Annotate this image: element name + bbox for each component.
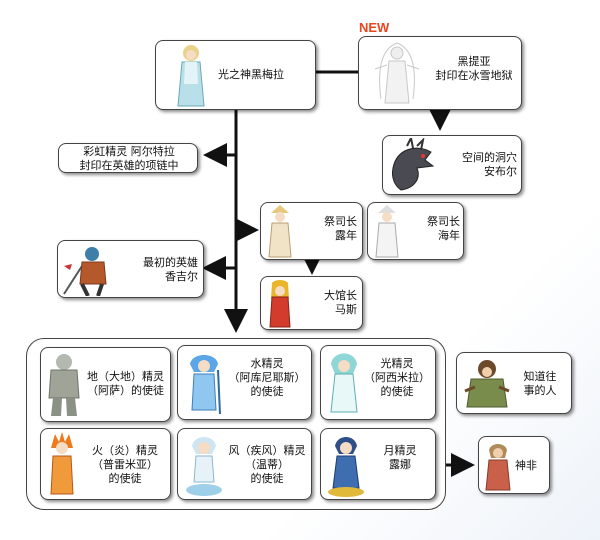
- node-light-spirit[interactable]: 光精灵 （阿西米拉） 的使徒: [320, 345, 436, 420]
- node-rainbow[interactable]: 彩虹精灵 阿尔特拉 封印在英雄的项链中: [58, 143, 198, 173]
- wind-spirit-figure-icon: [186, 437, 222, 496]
- rainbow-label: 彩虹精灵 阿尔特拉 封印在英雄的项链中: [79, 145, 179, 172]
- priest-lu-label: 祭司长 露年: [324, 215, 357, 242]
- water-spirit-figure-icon: [190, 355, 221, 415]
- moon-spirit-figure-icon: [328, 437, 364, 497]
- curator-figure-icon: [269, 280, 291, 328]
- light-spirit-label: 光精灵 （阿西米拉） 的使徒: [364, 357, 430, 398]
- node-know-past[interactable]: 知道往 事的人: [456, 352, 572, 414]
- node-shenfei[interactable]: 神非: [478, 436, 550, 494]
- node-wind[interactable]: 风（疾风）精灵 （温蒂） 的使徒: [177, 428, 312, 500]
- node-priest-lu[interactable]: 祭司长 露年: [260, 202, 363, 260]
- warrior-figure-icon: [63, 247, 107, 296]
- node-moon[interactable]: 月精灵 露娜: [320, 428, 436, 500]
- priest-figure-icon: [375, 205, 399, 258]
- golem-figure-icon: [48, 354, 80, 416]
- node-water[interactable]: 水精灵 （阿库尼耶斯） 的使徒: [177, 345, 312, 420]
- node-curator[interactable]: 大馆长 马斯: [260, 276, 363, 330]
- water-label: 水精灵 （阿库尼耶斯） 的使徒: [228, 357, 306, 398]
- node-earth[interactable]: 地（大地）精灵 （阿萨）的使徒: [40, 347, 171, 422]
- node-hero[interactable]: 最初的英雄 香吉尔: [57, 240, 204, 298]
- moon-label: 月精灵 露娜: [383, 444, 417, 471]
- hetia-label: 黑提亚 封印在冰雪地狱: [435, 55, 513, 82]
- node-hetia[interactable]: 黑提亚 封印在冰雪地狱: [358, 36, 522, 110]
- dragon-figure-icon: [392, 138, 435, 191]
- node-space-cave[interactable]: 空间的洞穴 安布尔: [382, 135, 522, 195]
- light-spirit-figure-icon: [330, 353, 358, 413]
- hero-label: 最初的英雄 香吉尔: [143, 256, 198, 283]
- fire-label: 火（炎）精灵 （普雷米亚） 的使徒: [92, 444, 158, 485]
- space-cave-label: 空间的洞穴 安布尔: [462, 151, 517, 178]
- shenfei-figure-icon: [485, 444, 511, 491]
- elder-figure-icon: [464, 360, 510, 408]
- priest-figure-icon: [268, 205, 292, 258]
- new-badge: NEW: [359, 20, 390, 35]
- fire-spirit-figure-icon: [50, 432, 74, 495]
- node-priest-hai[interactable]: 祭司长 海年: [367, 202, 464, 260]
- faded-spirit-figure-icon: [374, 42, 420, 104]
- curator-label: 大馆长 马斯: [324, 289, 357, 316]
- earth-label: 地（大地）精灵 （阿萨）的使徒: [87, 370, 164, 397]
- goddess-figure-icon: [177, 45, 205, 107]
- node-light-god[interactable]: 光之神黑梅拉: [155, 40, 316, 110]
- priest-hai-label: 祭司长 海年: [427, 215, 460, 242]
- shenfei-label: 神非: [515, 459, 537, 472]
- wind-label: 风（疾风）精灵 （温蒂） 的使徒: [228, 444, 306, 485]
- know-past-label: 知道往 事的人: [523, 370, 557, 397]
- node-fire[interactable]: 火（炎）精灵 （普雷米亚） 的使徒: [40, 428, 171, 500]
- light-god-label: 光之神黑梅拉: [218, 68, 284, 81]
